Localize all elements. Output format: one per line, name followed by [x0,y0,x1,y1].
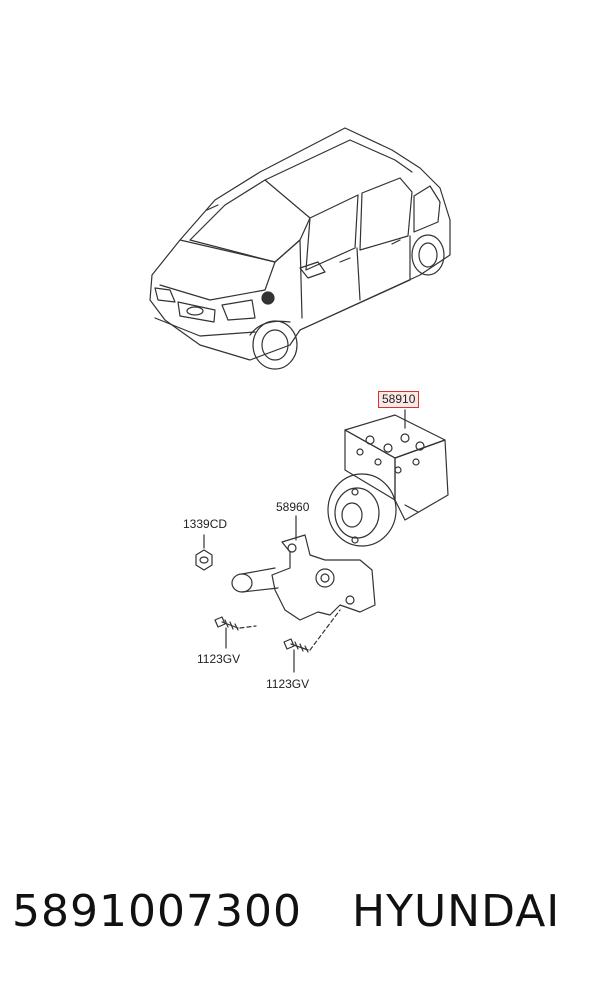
bolt-right-illustration [283,609,341,673]
part-number: 5891007300 [12,886,302,937]
car-illustration [149,127,451,370]
nut-illustration [195,534,213,571]
brand-name: HYUNDAI [352,886,561,937]
callout-58960: 58960 [276,500,310,514]
abs-hcu-illustration [327,409,449,547]
footer-caption: 5891007300 HYUNDAI [0,880,600,984]
bolt-left-illustration [214,616,257,649]
parts-diagram [149,127,451,673]
callout-58910: 58910 [378,391,420,408]
callout-1123gv-left: 1123GV [197,652,241,666]
callout-1123gv-right: 1123GV [266,677,310,691]
callout-1339cd: 1339CD [183,517,228,531]
bracket-illustration [231,515,376,621]
